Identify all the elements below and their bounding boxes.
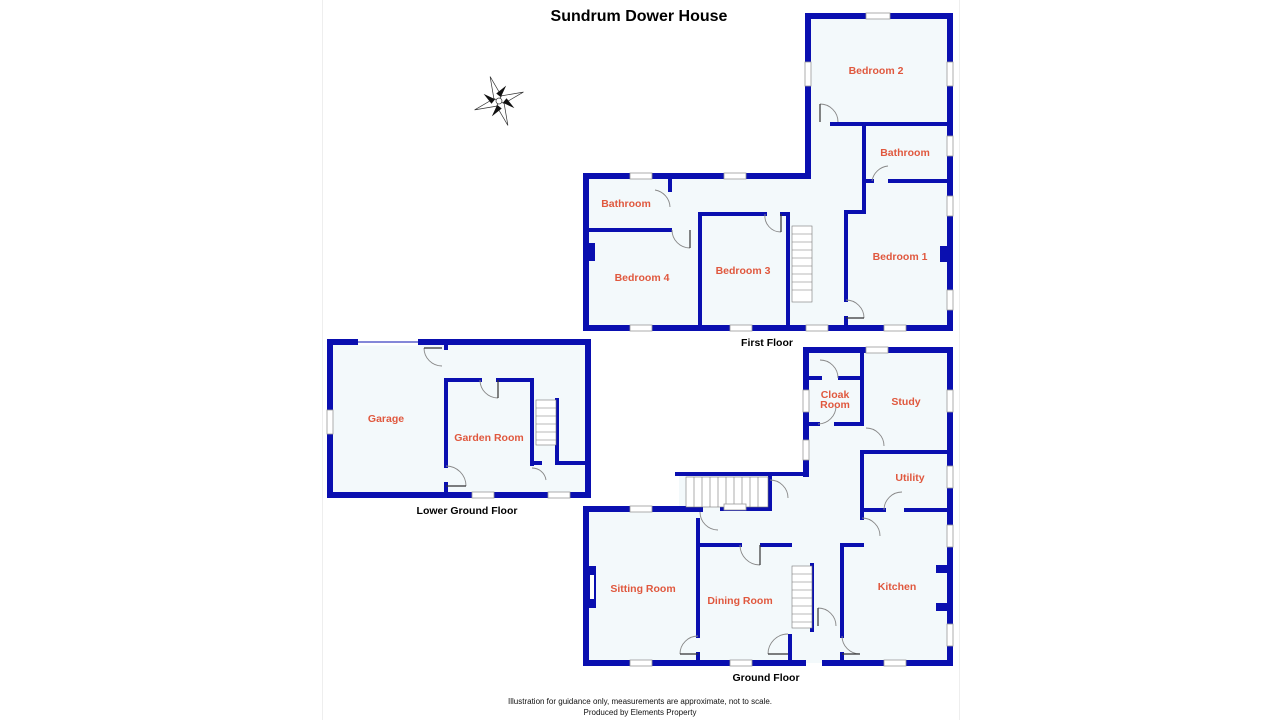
room-label-study: Study [891, 396, 920, 408]
producer-credit: Produced by Elements Property [584, 708, 697, 717]
room-label-garage: Garage [368, 413, 404, 425]
room-label-cloak: Cloak [821, 389, 850, 401]
room-label-kitchen: Kitchen [878, 581, 917, 593]
room-label-bathroom-right: Bathroom [880, 147, 930, 159]
floor-label-first: First Floor [741, 337, 793, 349]
floor-label-lower-ground: Lower Ground Floor [417, 505, 518, 517]
disclaimer-text: Illustration for guidance only, measurem… [508, 697, 772, 706]
lower-ground-floor: Garage Garden Room Lower Ground Floor [326, 338, 591, 517]
room-label-bedroom-3: Bedroom 3 [716, 265, 771, 277]
room-label-dining-room: Dining Room [707, 595, 772, 607]
room-label-sitting-room: Sitting Room [610, 583, 675, 595]
room-label-garden-room: Garden Room [454, 432, 523, 444]
plan-title: Sundrum Dower House [551, 8, 728, 25]
room-label-bedroom-1: Bedroom 1 [873, 251, 928, 263]
floor-label-ground: Ground Floor [732, 672, 799, 684]
room-label-bedroom-2: Bedroom 2 [849, 65, 904, 77]
compass-icon [474, 76, 524, 126]
room-label-bedroom-4: Bedroom 4 [615, 272, 670, 284]
room-label-bathroom-left: Bathroom [601, 198, 651, 210]
ground-floor: Cloak Room Study Utility Sitting Room Di… [583, 346, 954, 684]
room-label-cloak-room: Room [820, 399, 850, 411]
room-label-utility: Utility [895, 472, 924, 484]
first-floor: Bedroom 2 Bathroom Bathroom Bedroom 4 Be… [583, 12, 954, 349]
